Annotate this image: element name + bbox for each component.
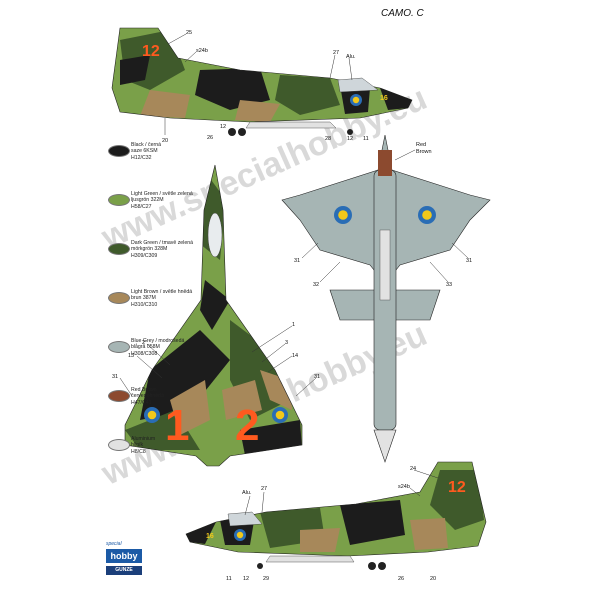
legend-line: Dark Green / tmavě zelená bbox=[131, 240, 193, 246]
callout: 26 bbox=[398, 576, 404, 582]
brand-logo: hobby bbox=[106, 549, 142, 563]
side-code-top: 12 bbox=[142, 43, 160, 60]
callout: 27 bbox=[261, 486, 267, 492]
callout: 31 bbox=[294, 258, 300, 264]
legend-line: H12/C32 bbox=[131, 154, 152, 161]
top-code-right: 2 bbox=[235, 401, 259, 450]
callout: s24b bbox=[398, 484, 410, 490]
sponsor-logo: GUNZE SANGYO bbox=[106, 566, 142, 582]
callout: 31 bbox=[314, 374, 320, 380]
nose-number-top: 16 bbox=[380, 95, 388, 102]
side-profile-bottom: 12 16 bbox=[185, 461, 487, 570]
legend-line: blågrå 058M bbox=[131, 344, 160, 351]
legend-line: ljusgrön 322M bbox=[131, 197, 164, 204]
color-swatch bbox=[108, 243, 130, 255]
callout: 29 bbox=[263, 576, 269, 582]
legend-line: H309/C309 bbox=[131, 252, 158, 259]
callout: 28 bbox=[325, 136, 331, 142]
nose-number-bottom: 16 bbox=[206, 533, 214, 540]
legend-line: červenohnědá bbox=[131, 393, 164, 400]
side-code-bottom: 12 bbox=[448, 479, 466, 496]
callout: 32 bbox=[313, 282, 319, 288]
legend-line: brun 387M bbox=[131, 295, 156, 302]
callout: Alu. bbox=[242, 490, 252, 496]
callout: 11 bbox=[363, 136, 369, 142]
callout: 12 bbox=[220, 124, 226, 130]
callout: Brown bbox=[416, 149, 432, 155]
callout-labels: 25 s24b 27 Alu. 20 26 12 28 12 11 1 2 3 … bbox=[112, 30, 472, 582]
callout: Alu. bbox=[346, 54, 356, 60]
legend-line: Aluminium bbox=[131, 436, 156, 442]
callout: 12 bbox=[243, 576, 249, 582]
legend-line: Light Brown / světle hnědá bbox=[131, 289, 193, 295]
callout: 2 bbox=[142, 340, 145, 346]
brand-logo-top: special bbox=[106, 541, 122, 547]
underside-view bbox=[281, 134, 491, 463]
legend-line: Light Green / světle zelená bbox=[131, 191, 193, 197]
legend-line: H8/C8 bbox=[131, 448, 146, 455]
side-profile-top: 12 16 bbox=[111, 27, 413, 136]
callout: 24 bbox=[410, 466, 416, 472]
color-swatch bbox=[108, 145, 130, 157]
callout: 33 bbox=[446, 282, 452, 288]
callout: Red bbox=[416, 142, 426, 148]
top-code-left: 1 bbox=[165, 401, 189, 450]
legend-line: mörkgrön 328M bbox=[131, 246, 168, 253]
callout: 13 bbox=[128, 353, 134, 359]
callout: s24b bbox=[196, 48, 208, 54]
callout: 12 bbox=[347, 136, 353, 142]
legend-line: H58/C27 bbox=[131, 203, 152, 210]
legend-line: hliník bbox=[131, 442, 144, 449]
callout: 25 bbox=[186, 30, 192, 36]
legend-line: Blue Grey / modrošedá bbox=[131, 338, 185, 344]
color-swatch bbox=[108, 439, 130, 451]
callout: 3 bbox=[285, 340, 288, 346]
legend-line: saze 6KSM bbox=[131, 148, 158, 155]
legend-line: H308/C308 bbox=[131, 350, 158, 357]
legend-line: H47/C41 bbox=[131, 399, 152, 406]
color-swatch bbox=[108, 194, 130, 206]
color-swatch bbox=[108, 390, 130, 402]
callout: 26 bbox=[207, 135, 213, 141]
color-swatch bbox=[108, 341, 130, 353]
legend-line: Black / černá bbox=[131, 142, 161, 148]
callout: 1 bbox=[292, 322, 295, 328]
callout: 11 bbox=[226, 576, 232, 582]
callout: 27 bbox=[333, 50, 339, 56]
color-swatch bbox=[108, 292, 130, 304]
callout: 14 bbox=[292, 353, 298, 359]
callout: 31 bbox=[466, 258, 472, 264]
callout: 31 bbox=[112, 374, 118, 380]
callout: 20 bbox=[162, 138, 168, 144]
legend-line: Red Brown bbox=[131, 387, 157, 393]
legend-line: H310/C310 bbox=[131, 301, 158, 308]
callout: 20 bbox=[430, 576, 436, 582]
scheme-title: CAMO. C bbox=[381, 8, 424, 19]
